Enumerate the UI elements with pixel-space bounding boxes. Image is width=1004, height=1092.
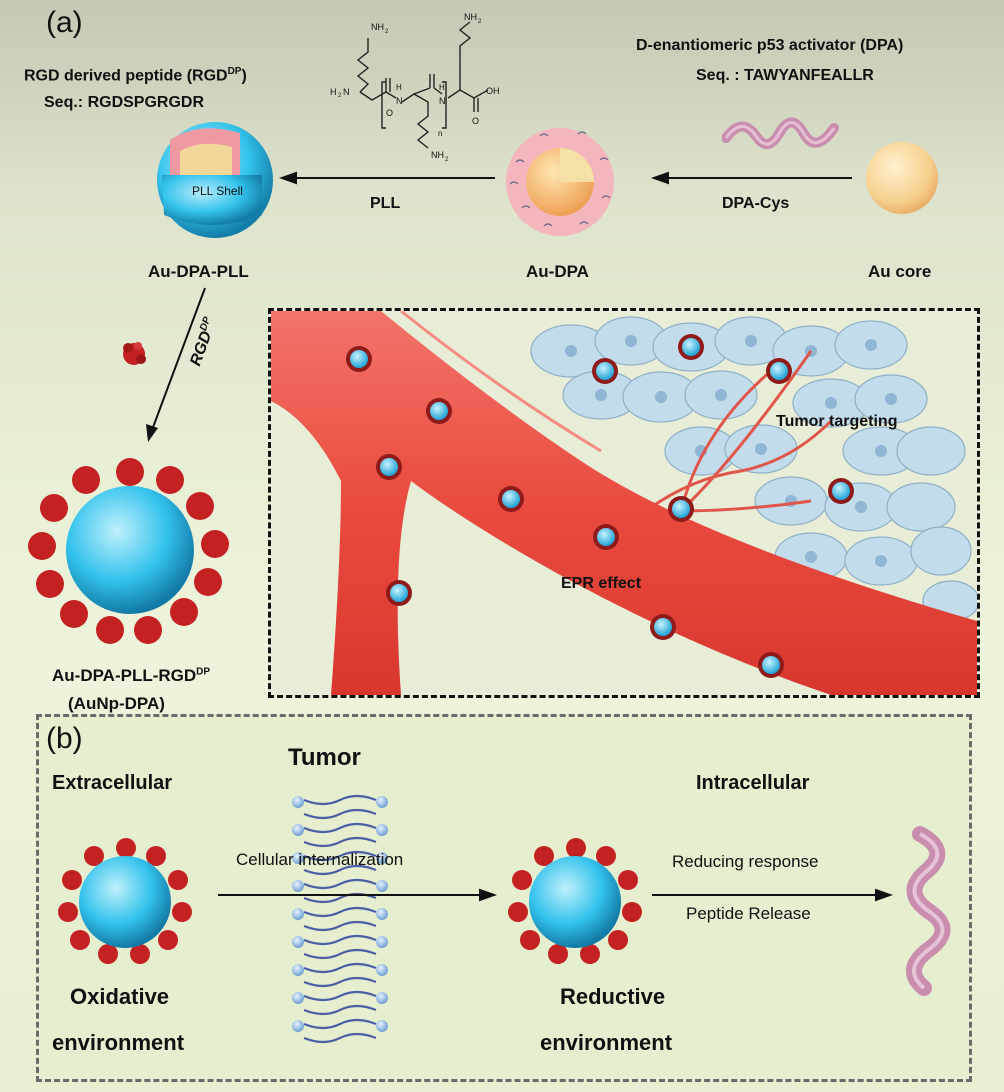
h2n-sub: 2 xyxy=(338,93,342,99)
carbonyl-o-1: O xyxy=(386,108,393,118)
vessel-tumor-illustration xyxy=(271,311,977,695)
au-dpa-pll-particle: PLL Shell xyxy=(157,122,273,238)
environment-right-label: environment xyxy=(540,1030,673,1055)
dpa-title: D-enantiomeric p53 activator (DPA) xyxy=(636,37,904,54)
tumor-targeting-label: Tumor targeting xyxy=(776,413,898,430)
arrow-dpa-cys-label: DPA-Cys xyxy=(722,195,790,212)
h2n-n: N xyxy=(343,87,350,97)
panel-b-arrows xyxy=(218,888,893,902)
au-dpa-particle xyxy=(506,128,614,236)
au-dpa-label: Au-DPA xyxy=(526,262,589,281)
amide-h-1: H xyxy=(396,83,402,92)
panel-b-box xyxy=(36,714,972,1082)
nh2-label-3: NH xyxy=(464,12,477,22)
panel-b-letter: (b) xyxy=(46,722,83,755)
nh2-sub-2: 2 xyxy=(445,157,449,163)
intracellular-label: Intracellular xyxy=(696,772,810,794)
cellular-internalization-label: Cellular internalization xyxy=(236,850,404,869)
rgd-title: RGD derived peptide (RGDDP) xyxy=(24,66,247,85)
final-particle-alias: (AuNp-DPA) xyxy=(68,694,165,713)
rgd-arrow xyxy=(123,287,206,442)
au-core-label: Au core xyxy=(868,262,932,281)
dpa-sequence: Seq. : TAWYANFEALLR xyxy=(696,67,874,84)
dpa-helix-icon xyxy=(722,117,839,149)
extracellular-particle xyxy=(58,838,192,964)
carbonyl-o-2: O xyxy=(472,116,479,126)
nh2-sub-1: 2 xyxy=(385,29,389,35)
pll-shell-label: PLL Shell xyxy=(192,184,243,198)
vessel-tumor-box: Tumor targeting EPR effect xyxy=(268,308,980,698)
amide-h-2: H xyxy=(439,83,445,92)
amide-n-2: N xyxy=(439,96,446,106)
cell-membrane xyxy=(292,794,388,1044)
epr-effect-label: EPR effect xyxy=(561,575,642,592)
au-core-particle xyxy=(866,142,938,214)
au-dpa-pll-label: Au-DPA-PLL xyxy=(148,262,249,281)
panel-a-letter: (a) xyxy=(46,6,83,39)
nh2-label-1: NH xyxy=(371,22,384,32)
top-arrows xyxy=(279,171,852,185)
tumor-label: Tumor xyxy=(288,744,361,771)
aunp-dpa-particle xyxy=(28,458,229,644)
nanoparticles xyxy=(346,334,854,678)
nh2-label-2: NH xyxy=(431,150,444,160)
arrow-pll-label: PLL xyxy=(370,195,401,212)
rgd-sequence: Seq.: RGDSPGRGDR xyxy=(44,94,205,111)
reductive-label: Reductive xyxy=(560,984,666,1009)
pll-chemical-structure: NH 2 H 2 N O H N NH 2 n H N NH 2 OH O xyxy=(330,12,500,163)
reducing-response-label: Reducing response xyxy=(672,852,819,871)
repeat-n: n xyxy=(438,129,442,138)
oxidative-label: Oxidative xyxy=(70,984,170,1009)
intracellular-particle xyxy=(508,838,642,964)
final-particle-name: Au-DPA-PLL-RGDDP xyxy=(52,666,211,685)
released-peptide-helix xyxy=(906,826,951,996)
extracellular-label: Extracellular xyxy=(52,772,173,794)
amide-n-1: N xyxy=(396,96,403,106)
environment-left-label: environment xyxy=(52,1030,185,1055)
oh-label: OH xyxy=(486,86,500,96)
h2n-label: H xyxy=(330,87,337,97)
peptide-release-label: Peptide Release xyxy=(686,904,811,923)
nh2-sub-3: 2 xyxy=(478,19,482,25)
